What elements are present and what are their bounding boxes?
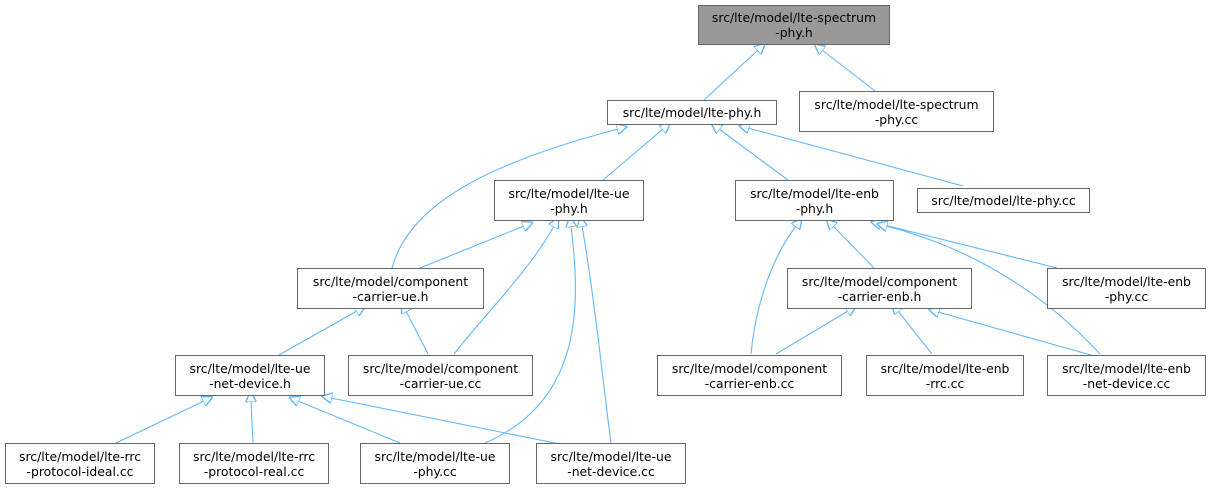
node-label-line-1: src/lte/model/lte-spectrum — [814, 96, 979, 112]
edge-phy-h-to-phy-cc — [748, 128, 964, 187]
node-label-line-1: src/lte/model/component — [312, 273, 469, 289]
node-label-line-2: -phy.cc — [413, 463, 457, 479]
edge-enb-phy-h-to-enb-net-device-cc — [886, 226, 1101, 355]
node-label-line-2: -carrier-enb.h — [837, 288, 922, 304]
node-lte-enb-phy-h[interactable]: src/lte/model/lte-enb -phy.h — [735, 180, 894, 221]
edge-ue-net-device-h-to-rrc-protocol-real-cc — [251, 401, 253, 444]
node-label-line-1: src/lte/model/component — [671, 360, 828, 376]
node-label-line-2: -carrier-enb.cc — [704, 375, 795, 391]
edge-ue-phy-h-to-ue-net-device-cc — [582, 226, 612, 444]
node-component-carrier-ue-cc[interactable]: src/lte/model/component -carrier-ue.cc — [348, 355, 533, 396]
node-label-line-2: -carrier-ue.cc — [399, 375, 482, 391]
edge-ue-phy-h-to-component-carrier-ue-h — [419, 226, 524, 269]
edge-ue-phy-h-to-component-carrier-ue-cc — [453, 226, 554, 355]
node-lte-ue-net-device-h[interactable]: src/lte/model/lte-ue -net-device.h — [175, 355, 325, 396]
edge-phy-h-to-ue-phy-h — [602, 129, 663, 181]
edge-ue-phy-h-to-ue-phy-cc — [484, 226, 575, 444]
node-lte-spectrum-phy-cc[interactable]: src/lte/model/lte-spectrum -phy.cc — [799, 91, 994, 132]
node-lte-enb-rrc-cc[interactable]: src/lte/model/lte-enb -rrc.cc — [866, 355, 1024, 396]
node-label-line-2: -phy.cc — [874, 111, 919, 127]
edge-component-carrier-enb-h-to-component-carrier-enb-cc — [775, 311, 848, 355]
edge-ue-net-device-h-to-rrc-protocol-ideal-cc — [115, 401, 204, 444]
edge-component-carrier-ue-h-to-ue-net-device-h — [278, 311, 357, 356]
node-label-line-2: -carrier-ue.h — [352, 288, 429, 304]
node-label-line-1: src/lte/model/component — [362, 360, 519, 376]
node-lte-ue-phy-h[interactable]: src/lte/model/lte-ue -phy.h — [494, 180, 644, 221]
node-label-line-2: -phy.h — [775, 25, 813, 40]
edge-component-carrier-enb-h-to-enb-net-device-cc — [938, 312, 1099, 358]
node-lte-rrc-protocol-ideal-cc[interactable]: src/lte/model/lte-rrc -protocol-ideal.cc — [5, 443, 155, 484]
node-label-line-1: src/lte/model/lte-phy.h — [622, 105, 762, 120]
edge-spectrum-phy-h-to-phy-h — [703, 50, 758, 101]
node-label-line-1: src/lte/model/lte-spectrum — [711, 10, 877, 25]
node-lte-enb-phy-cc[interactable]: src/lte/model/lte-enb -phy.cc — [1047, 268, 1206, 309]
edge-phy-h-to-enb-phy-h — [719, 129, 789, 181]
node-label-line-2: -phy.h — [550, 200, 588, 216]
node-component-carrier-ue-h[interactable]: src/lte/model/component -carrier-ue.h — [297, 268, 484, 309]
node-label-line-2: -protocol-ideal.cc — [26, 463, 134, 479]
node-label-line-2: -net-device.cc — [567, 463, 655, 479]
node-lte-spectrum-phy-h: src/lte/model/lte-spectrum -phy.h — [698, 5, 890, 45]
edge-phy-h-to-component-carrier-ue-h — [391, 129, 618, 269]
node-component-carrier-enb-h[interactable]: src/lte/model/component -carrier-enb.h — [787, 268, 972, 309]
node-label-line-1: src/lte/model/lte-ue — [374, 448, 496, 464]
edge-enb-phy-h-to-enb-phy-cc — [880, 224, 1058, 269]
node-label-line-1: src/lte/model/component — [801, 273, 958, 289]
edge-spectrum-phy-h-to-spectrum-phy-cc — [822, 50, 876, 92]
node-label-line-2: -phy.cc — [1104, 288, 1149, 304]
node-lte-rrc-protocol-real-cc[interactable]: src/lte/model/lte-rrc -protocol-real.cc — [179, 443, 329, 484]
node-label-line-2: -phy.h — [795, 200, 834, 216]
edge-enb-phy-h-to-component-carrier-enb-h — [833, 226, 875, 269]
node-label-line-2: -net-device.cc — [1082, 375, 1171, 391]
node-label-line-1: src/lte/model/lte-phy.cc — [931, 193, 1076, 208]
node-label-line-2: -protocol-real.cc — [203, 463, 305, 479]
node-label-line-2: -net-device.h — [209, 375, 291, 391]
node-lte-phy-h[interactable]: src/lte/model/lte-phy.h — [607, 100, 777, 125]
node-label-line-1: src/lte/model/lte-ue — [189, 360, 311, 376]
edge-ue-net-device-h-to-ue-phy-cc — [298, 401, 401, 444]
node-label-line-1: src/lte/model/lte-enb — [880, 360, 1010, 376]
node-label-line-1: src/lte/model/lte-ue — [550, 448, 672, 464]
node-lte-ue-net-device-cc[interactable]: src/lte/model/lte-ue -net-device.cc — [536, 443, 686, 484]
node-label-line-1: src/lte/model/lte-enb — [1062, 273, 1191, 289]
node-label-line-2: -rrc.cc — [925, 375, 965, 391]
node-label-line-1: src/lte/model/lte-rrc — [18, 448, 142, 464]
edge-component-carrier-ue-h-to-component-carrier-ue-cc — [406, 311, 429, 355]
node-label-line-1: src/lte/model/lte-ue — [508, 185, 630, 201]
edge-ue-net-device-h-to-ue-net-device-cc — [331, 398, 571, 447]
node-lte-phy-cc[interactable]: src/lte/model/lte-phy.cc — [917, 188, 1090, 213]
node-label-line-1: src/lte/model/lte-enb — [750, 185, 879, 201]
edge-enb-phy-h-to-component-carrier-enb-cc — [750, 226, 796, 355]
node-label-line-1: src/lte/model/lte-rrc — [192, 448, 316, 464]
edge-component-carrier-enb-h-to-enb-rrc-cc — [898, 311, 933, 355]
node-component-carrier-enb-cc[interactable]: src/lte/model/component -carrier-enb.cc — [657, 355, 842, 396]
node-label-line-1: src/lte/model/lte-enb — [1062, 360, 1191, 376]
node-lte-ue-phy-cc[interactable]: src/lte/model/lte-ue -phy.cc — [360, 443, 510, 484]
node-lte-enb-net-device-cc[interactable]: src/lte/model/lte-enb -net-device.cc — [1047, 355, 1206, 396]
